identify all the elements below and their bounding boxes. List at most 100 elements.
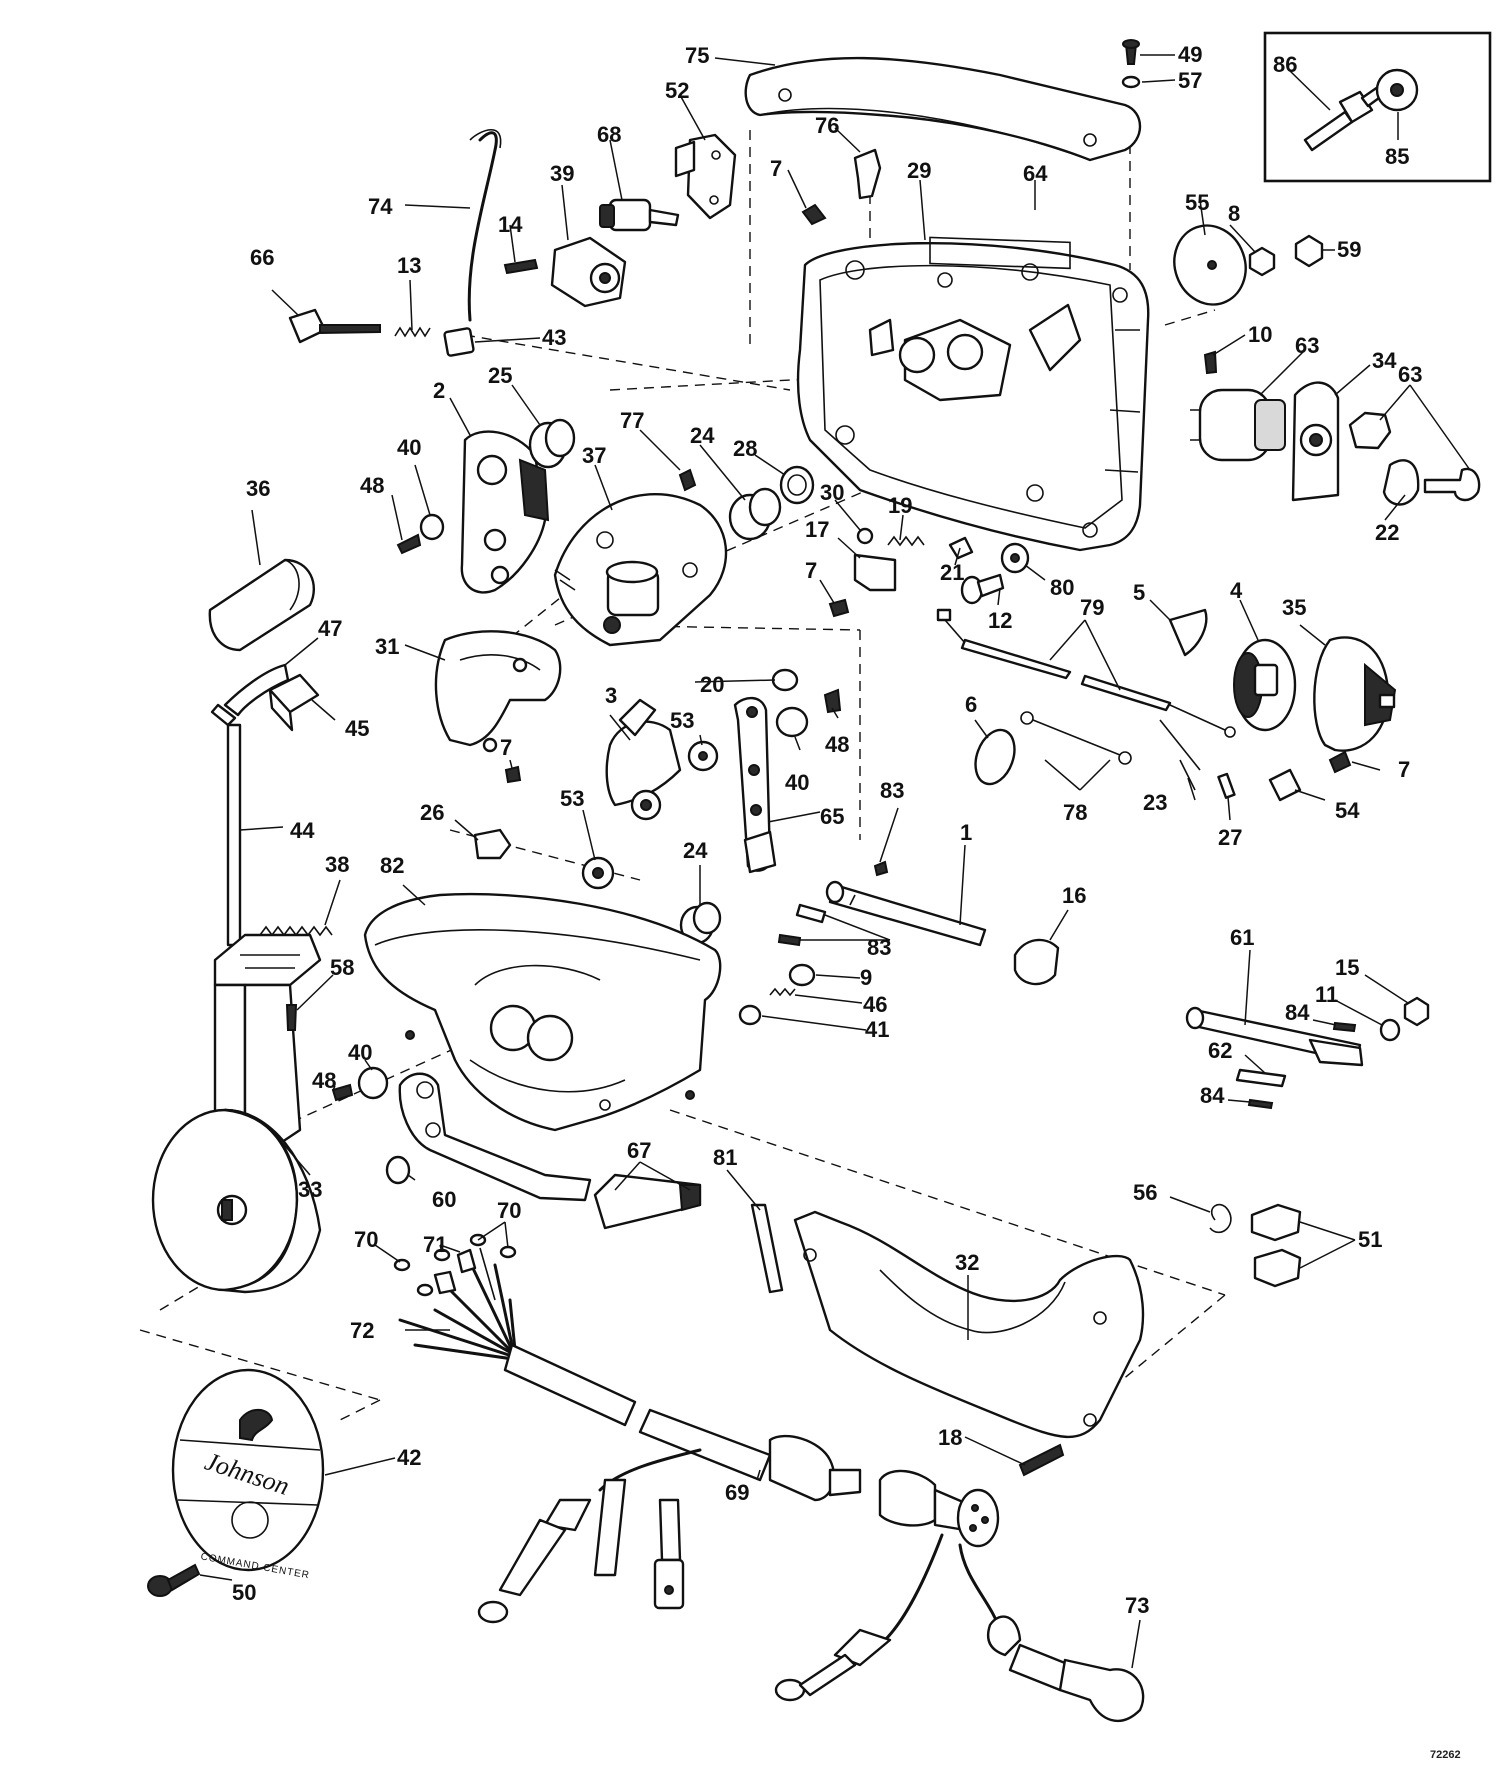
- callout-50: 50: [232, 1580, 256, 1605]
- callout-26: 26: [420, 800, 444, 825]
- bushing-60: [385, 1155, 411, 1185]
- callout-7d: 7: [500, 735, 512, 760]
- switch-39: [550, 236, 627, 308]
- housing-35: [1313, 636, 1397, 752]
- screw-7-c: [504, 765, 522, 784]
- callout-53a: 53: [670, 708, 694, 733]
- button-41: [738, 1004, 762, 1026]
- callout-8: 8: [1228, 201, 1240, 226]
- callout-54: 54: [1335, 798, 1360, 823]
- callout-16: 16: [1062, 883, 1086, 908]
- bushing-53a: [687, 740, 719, 772]
- callout-62: 62: [1208, 1038, 1232, 1063]
- shift-cam-31: [434, 630, 562, 753]
- washer-40b: [775, 706, 809, 738]
- handle-33: [151, 933, 322, 1294]
- callout-29: 29: [907, 158, 931, 183]
- leader-lines: [199, 54, 1471, 1669]
- callout-55: 55: [1185, 190, 1209, 215]
- callout-7b: 7: [805, 558, 817, 583]
- tachometer-4: [1233, 638, 1297, 732]
- callout-17: 17: [805, 517, 829, 542]
- callout-70b: 70: [497, 1198, 521, 1223]
- main-housing-29: [796, 241, 1150, 552]
- callout-1: 1: [960, 820, 972, 845]
- callout-57: 57: [1178, 68, 1202, 93]
- clip-26: [473, 828, 512, 860]
- callout-24a: 24: [690, 423, 715, 448]
- callout-5: 5: [1133, 580, 1145, 605]
- wire-harness-69: [398, 1260, 1022, 1702]
- nut-54: [1268, 768, 1302, 802]
- plug-5: [1168, 608, 1208, 657]
- callout-13: 13: [397, 253, 421, 278]
- callout-44: 44: [290, 818, 315, 843]
- switch-68: [599, 198, 680, 232]
- shaft-61: [1185, 1006, 1364, 1067]
- callout-71: 71: [423, 1232, 447, 1257]
- ball-9: [788, 963, 816, 987]
- callout-63a: 63: [1295, 333, 1319, 358]
- lever-3: [605, 698, 682, 821]
- top-cover-75: [744, 56, 1142, 162]
- callout-37: 37: [582, 443, 606, 468]
- callout-64: 64: [1023, 161, 1048, 186]
- screw-7-top: [801, 203, 827, 226]
- lower-cover-32: [793, 1210, 1145, 1439]
- callout-81: 81: [713, 1145, 737, 1170]
- callout-78: 78: [1063, 800, 1087, 825]
- callout-24b: 24: [683, 838, 708, 863]
- shaft-1: [825, 880, 987, 947]
- nut-15: [1403, 996, 1430, 1027]
- screw-10: [1203, 350, 1218, 375]
- pin-23: [1179, 759, 1196, 791]
- nut-63b: [1348, 411, 1392, 450]
- callout-39: 39: [550, 161, 574, 186]
- clip-47: [223, 663, 290, 717]
- screw-50: [147, 1563, 201, 1597]
- lever-arm: [398, 1072, 592, 1202]
- block-45: [268, 673, 320, 732]
- callout-41: 41: [865, 1017, 889, 1042]
- callout-68: 68: [597, 122, 621, 147]
- callout-53b: 53: [560, 786, 584, 811]
- callout-67: 67: [627, 1138, 651, 1163]
- callout-36: 36: [246, 476, 270, 501]
- callout-7c: 7: [1398, 757, 1410, 782]
- washer-11: [1379, 1018, 1401, 1042]
- callout-14: 14: [498, 212, 523, 237]
- callout-20: 20: [700, 672, 724, 697]
- hub-plate-37: [553, 493, 728, 647]
- callout-77: 77: [620, 408, 644, 433]
- ignition-switch-63: [1190, 388, 1286, 462]
- callout-76: 76: [815, 113, 839, 138]
- bracket-52: [674, 133, 737, 220]
- callout-40b: 40: [785, 770, 809, 795]
- bolt-12: [960, 573, 1005, 605]
- emblem-disc-42: Johnson COMMAND CENTER: [171, 1368, 325, 1581]
- callout-12: 12: [988, 608, 1012, 633]
- callout-46: 46: [863, 992, 887, 1017]
- callout-21: 21: [940, 560, 964, 585]
- spring-74: [467, 131, 498, 322]
- clip-76: [853, 148, 882, 200]
- callout-82: 82: [380, 853, 404, 878]
- washer-85: [1375, 68, 1419, 112]
- callout-47: 47: [318, 616, 342, 641]
- figure-number: 72262: [1430, 1749, 1461, 1761]
- clip-43: [443, 327, 475, 357]
- callout-45: 45: [345, 716, 369, 741]
- callout-52: 52: [665, 78, 689, 103]
- pin-84b: [1247, 1098, 1274, 1110]
- callout-19: 19: [888, 493, 912, 518]
- callout-9: 9: [860, 965, 872, 990]
- callout-63b: 63: [1398, 362, 1422, 387]
- pin-83b: [795, 903, 827, 924]
- callout-43: 43: [542, 325, 566, 350]
- pin-83a: [873, 860, 889, 877]
- rod-44: [210, 703, 242, 947]
- callout-74: 74: [368, 194, 393, 219]
- callout-49: 49: [1178, 42, 1202, 67]
- callout-75: 75: [685, 43, 709, 68]
- washer-40c: [357, 1066, 389, 1100]
